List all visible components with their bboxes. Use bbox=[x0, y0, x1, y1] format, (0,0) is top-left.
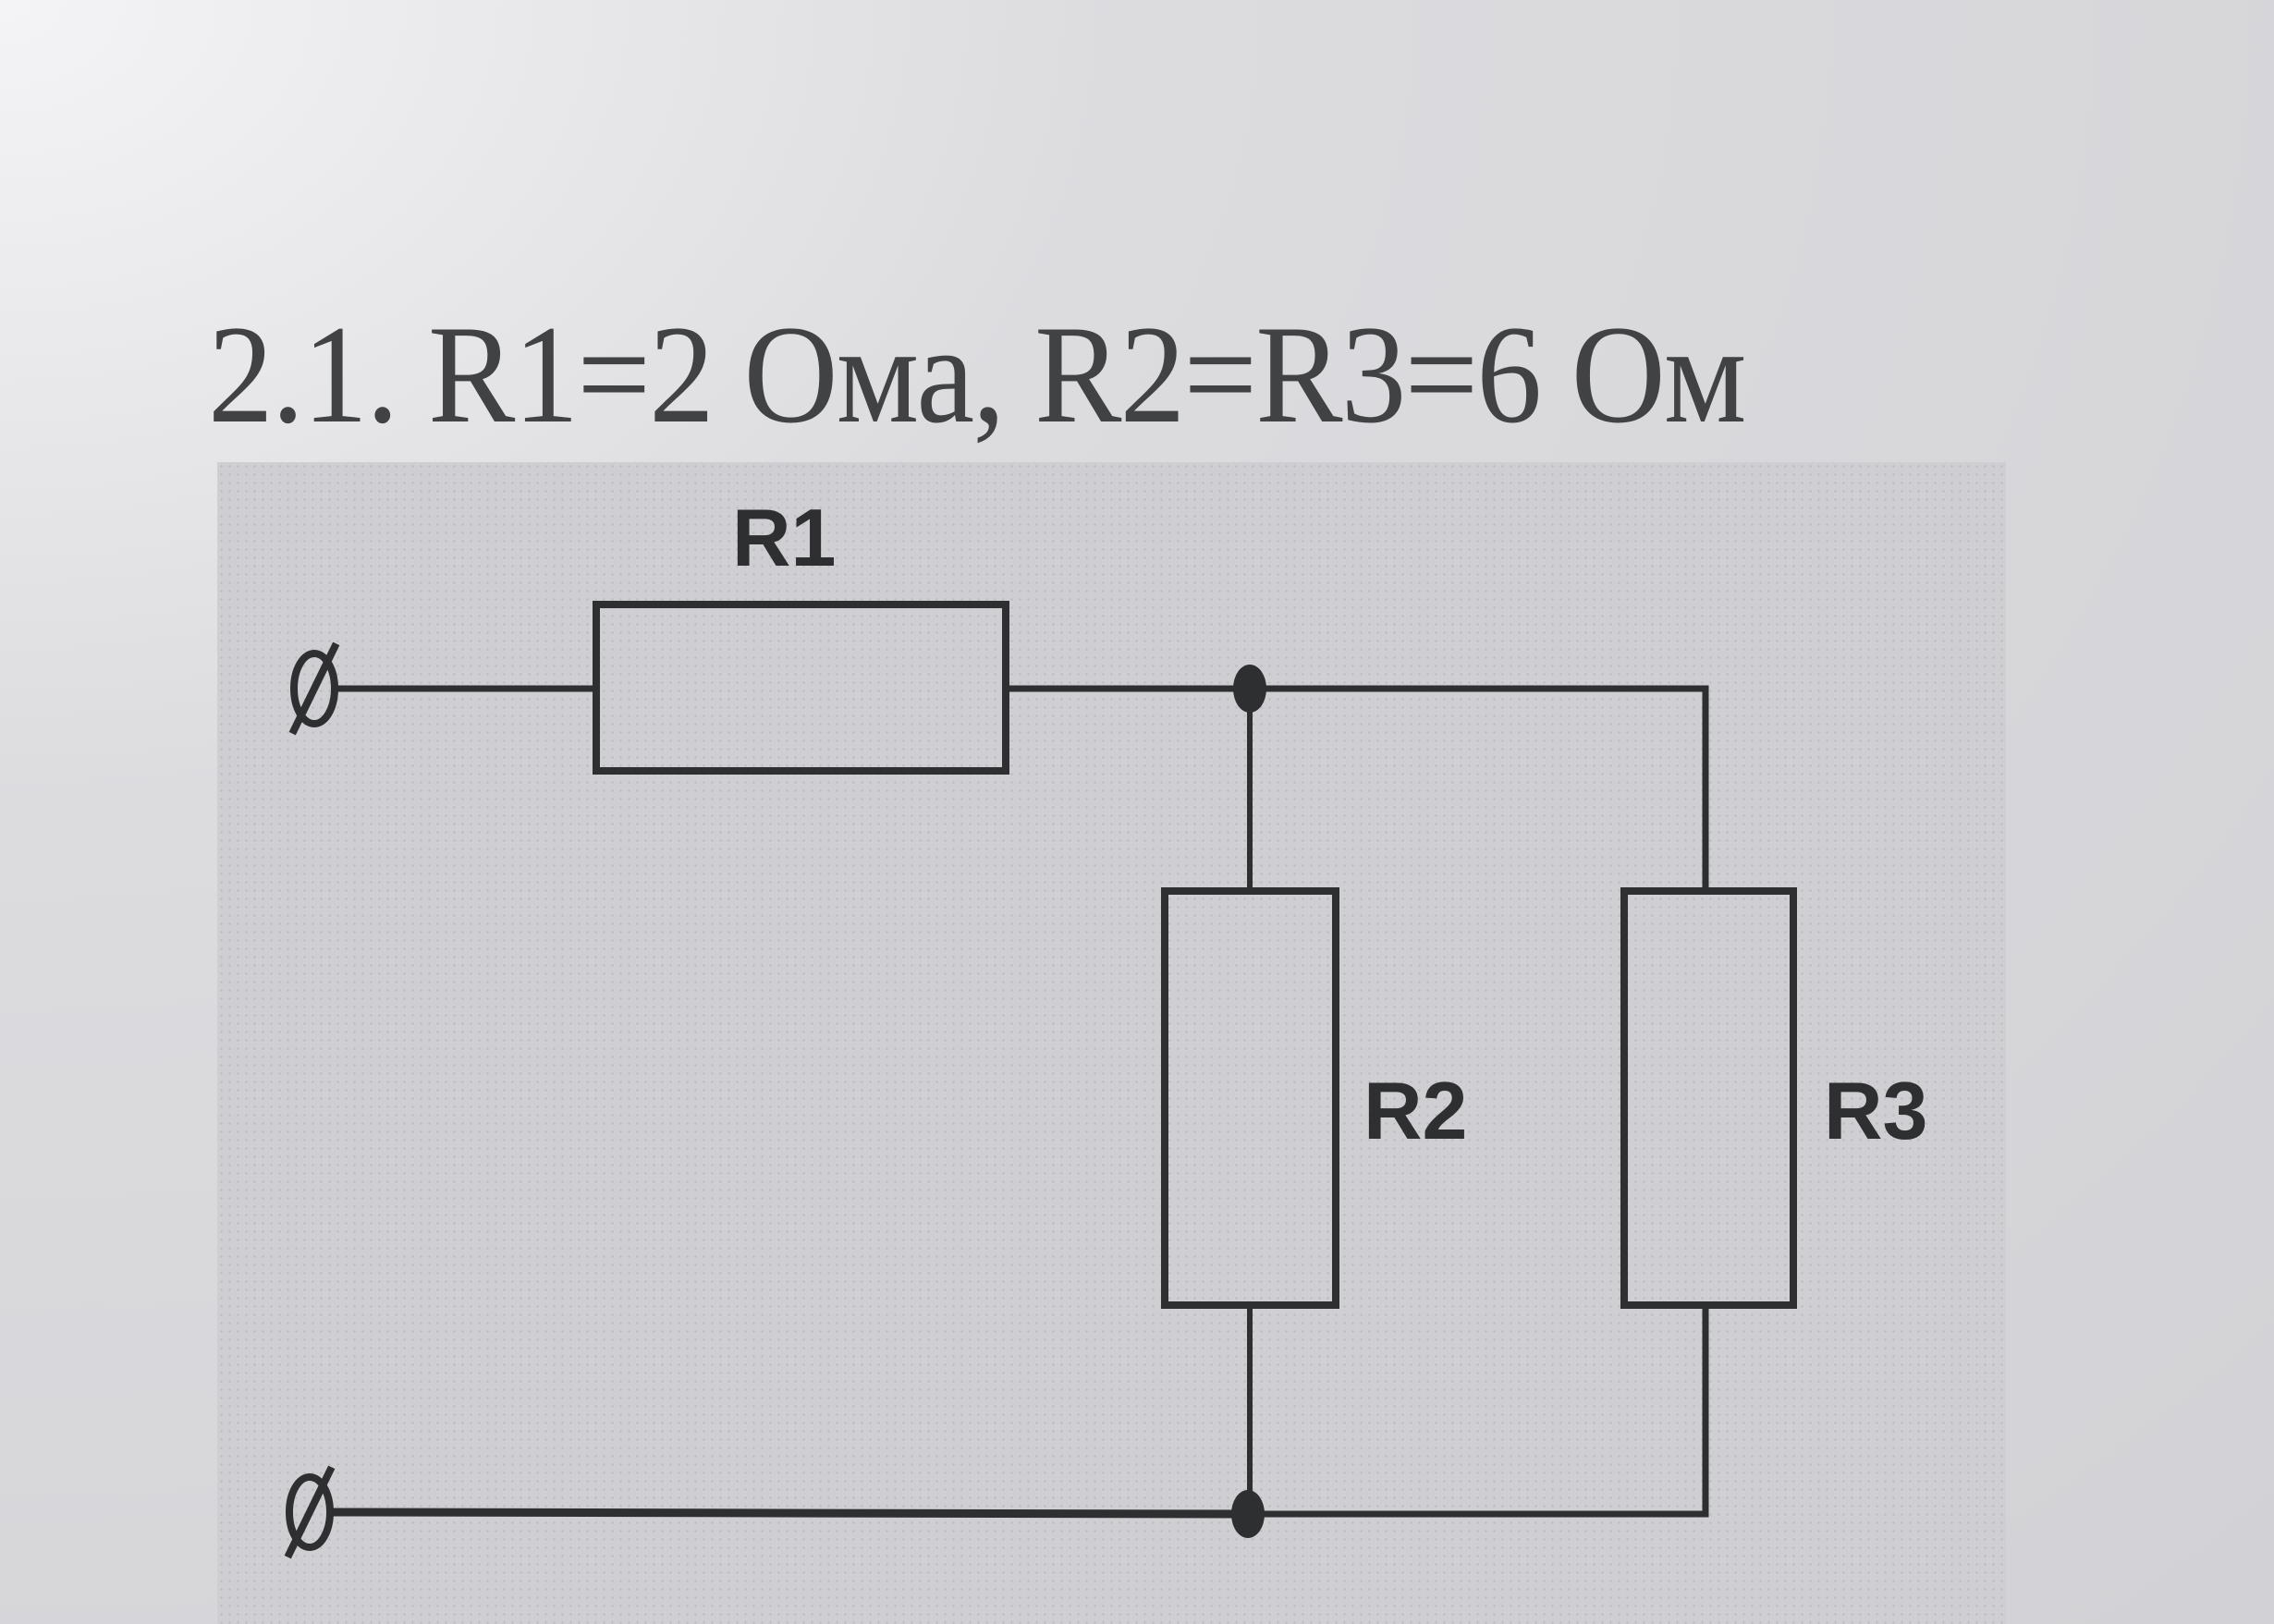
diagram-background-panel bbox=[217, 462, 2006, 1624]
wire-bottom-terminal bbox=[330, 1508, 1253, 1519]
problem-title: 2.1. R1=2 Ома, R2=R3=6 Ом bbox=[208, 297, 1746, 452]
junction-node-bottom bbox=[1231, 1490, 1265, 1538]
label-r2: R2 bbox=[1363, 1065, 1468, 1156]
terminal-top-icon bbox=[288, 641, 340, 736]
label-r1: R1 bbox=[732, 492, 837, 583]
resistor-r2 bbox=[1161, 887, 1339, 1309]
resistor-r1 bbox=[593, 601, 1009, 775]
terminal-bottom-icon bbox=[284, 1465, 336, 1559]
resistor-r3 bbox=[1620, 887, 1797, 1309]
wire-node-to-r3 bbox=[1246, 685, 1709, 893]
junction-node-top bbox=[1233, 665, 1266, 713]
label-r3: R3 bbox=[1824, 1065, 1928, 1156]
wire-r3-to-bottom bbox=[1244, 1301, 1709, 1518]
